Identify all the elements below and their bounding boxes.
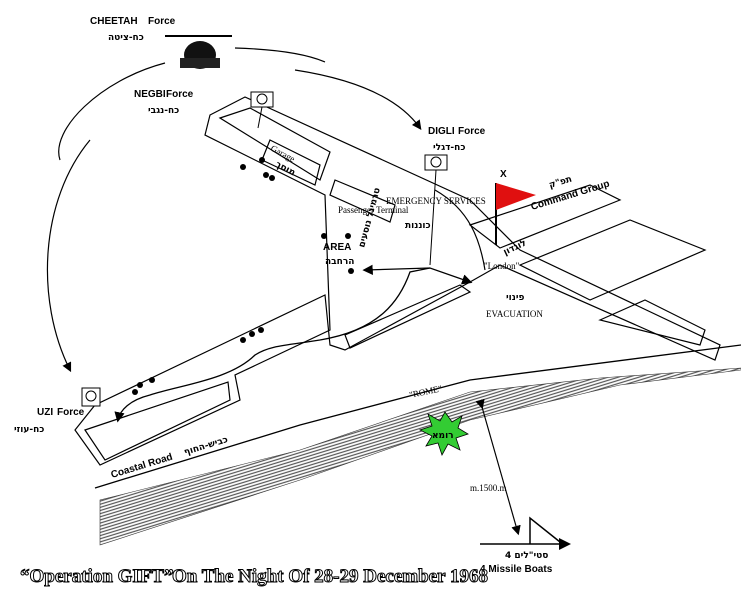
- boats-hebrew-label: 4 סטי"לים: [505, 551, 548, 561]
- cheetah-force-label: CHEETAH Force כח-ציטה: [90, 16, 176, 43]
- area-label: AREA: [323, 242, 351, 253]
- svg-text:Force: Force: [148, 16, 176, 27]
- flag-x-label: X: [500, 169, 507, 180]
- route-central: [319, 267, 473, 341]
- negbi-force-label: NEGBI Force כח-נגבי: [134, 89, 194, 116]
- svg-text:כח-נגבי: כח-נגבי: [148, 106, 179, 116]
- svg-text:UZI: UZI: [37, 407, 53, 418]
- flight-arc-east: [234, 47, 420, 128]
- evacuation-hebrew-label: פינוי: [506, 293, 524, 303]
- coastal-road: [94, 344, 741, 489]
- troop-dots: [132, 157, 354, 395]
- emergency-services-label: EMERGENCY SERVICES: [386, 196, 486, 206]
- london-label: "London": [484, 261, 520, 271]
- digli-force-label: DIGLI Force כח-דגלי: [428, 126, 486, 153]
- parachute-icon: [424, 154, 448, 266]
- operation-title: “Operation GIFT”: [20, 566, 174, 587]
- svg-text:כח-עוזי: כח-עוזי: [14, 425, 44, 435]
- helicopter-icon: [165, 35, 232, 69]
- sea: [99, 367, 741, 546]
- uzi-force-label: UZI Force כח-עוזי: [14, 407, 85, 435]
- svg-text:NEGBI: NEGBI: [134, 89, 166, 100]
- area-hebrew-label: הרחבה: [325, 257, 354, 267]
- svg-text:Force: Force: [57, 407, 85, 418]
- rome-burst-icon: [418, 411, 469, 456]
- svg-text:Force: Force: [458, 126, 486, 137]
- terminal-hebrew-label: טרמינל נוסעים: [357, 187, 383, 249]
- flight-arc-west: [46, 62, 166, 370]
- route-uzi: [114, 339, 321, 423]
- emergency-hebrew-label: כוננות: [405, 221, 431, 231]
- airport: [74, 96, 721, 466]
- rome-label: "ROME": [408, 383, 443, 400]
- boats-label: 4 Missile Boats: [480, 564, 553, 575]
- svg-text:Force: Force: [166, 89, 194, 100]
- route-digli: [434, 189, 486, 271]
- evacuation-label: EVACUATION: [486, 309, 543, 319]
- parachute-icon: [81, 387, 101, 407]
- distance-arrow: [475, 398, 521, 536]
- svg-text:כח-דגלי: כח-דגלי: [433, 143, 465, 153]
- command-flag-icon: [495, 183, 536, 245]
- rome-hebrew-label: רומא: [432, 431, 454, 441]
- command-hebrew-label: תפ"ק: [548, 174, 573, 190]
- svg-text:כח-ציטה: כח-ציטה: [108, 33, 144, 43]
- passenger-terminal-label: Passenger Terminal: [338, 205, 409, 215]
- missile-boat-icon: [480, 516, 571, 550]
- svg-text:CHEETAH: CHEETAH: [90, 16, 138, 27]
- date-title: On The Night Of 28-29 December 1968: [172, 566, 488, 587]
- svg-text:DIGLI: DIGLI: [428, 126, 455, 137]
- parachute-icon: [250, 91, 274, 129]
- distance-label: m.1500.m: [470, 483, 507, 493]
- route-area: [362, 264, 431, 275]
